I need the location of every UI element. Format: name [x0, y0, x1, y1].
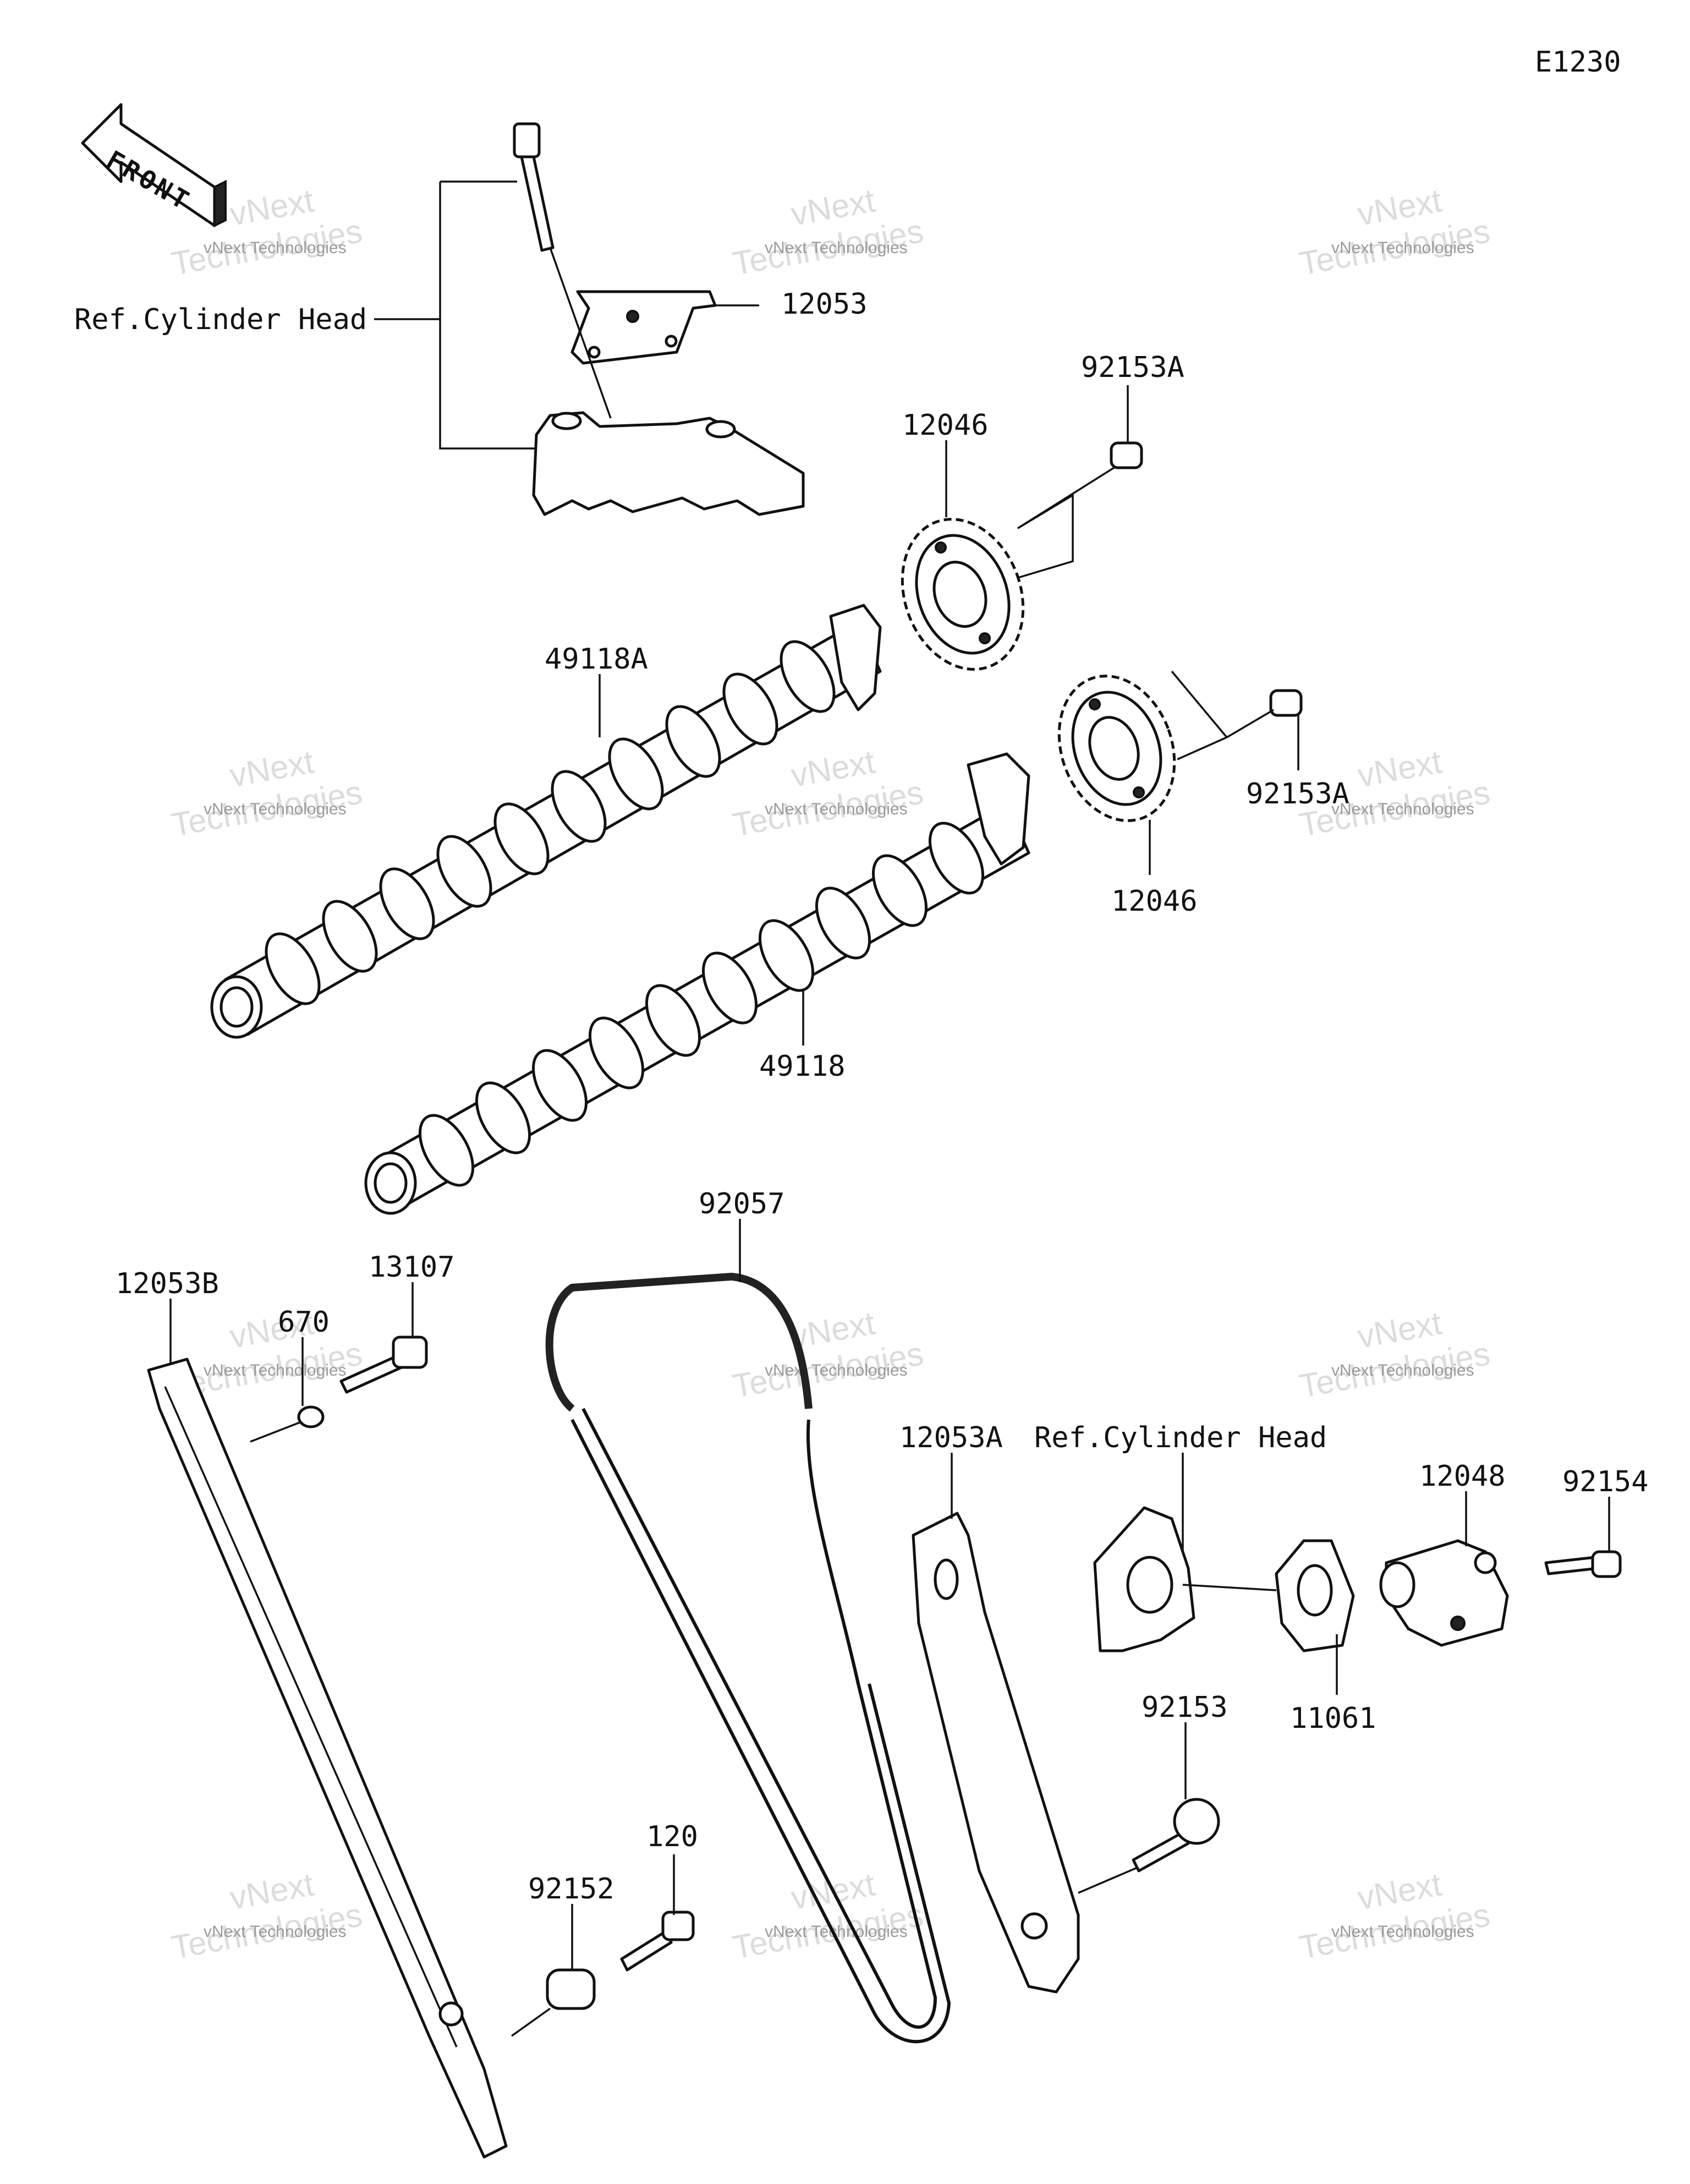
camshaft-cap-group [374, 122, 805, 516]
chain-tensioner-12048-icon [1379, 1539, 1509, 1647]
label-12046-top: 12046 [902, 409, 989, 442]
bolt-120-icon [620, 1911, 695, 1972]
chain-guide-12053A-icon [912, 1512, 1080, 1994]
cylinder-head-section-icon [1093, 1506, 1195, 1652]
cam-lobe [645, 984, 701, 1057]
svg-text:vNext Technologies: vNext Technologies [204, 800, 347, 818]
camshaft-49118A-icon [210, 604, 882, 1039]
guide-bolt-92153-icon [1078, 1798, 1220, 1894]
label-92153: 92153 [1142, 1691, 1228, 1724]
cam-lobe [379, 867, 435, 940]
svg-text:vNext Technologies: vNext Technologies [204, 1361, 347, 1380]
label-92153A-right: 92153A [1246, 778, 1349, 811]
cam-lobe [493, 802, 550, 875]
cam-lobe [701, 951, 758, 1025]
svg-text:vNext Technologies: vNext Technologies [1331, 239, 1474, 257]
sprocket-bolt-top-icon [1017, 441, 1143, 529]
cam-lobe [871, 854, 928, 927]
label-12053: 12053 [781, 288, 868, 321]
sprocket-bolt-right-icon [1226, 689, 1303, 738]
svg-text:vNext Technologies: vNext Technologies [765, 239, 908, 257]
collar-92152-icon [511, 1968, 596, 2037]
label-49118A: 49118A [545, 643, 648, 676]
label-ref-cylinder-head-top: Ref.Cylinder Head [74, 303, 367, 336]
label-13107: 13107 [369, 1251, 455, 1284]
label-12053B: 12053B [116, 1267, 219, 1300]
tensioner-bolt-92154-icon [1544, 1550, 1622, 1578]
cap-bolt-head-icon [513, 122, 541, 158]
cam-lobe [475, 1081, 531, 1154]
svg-text:vNext Technologies: vNext Technologies [1331, 800, 1474, 818]
cam-lobe [418, 1114, 475, 1187]
svg-text:vNext Technologies: vNext Technologies [765, 1361, 908, 1380]
cam-lobe [436, 835, 492, 908]
label-12046-right: 12046 [1111, 885, 1198, 918]
cam-lobe [265, 932, 321, 1005]
cam-lobe [322, 900, 378, 973]
cam-lobe [608, 737, 664, 811]
label-92152: 92152 [528, 1873, 614, 1906]
camshaft-49118-icon [364, 752, 1030, 1215]
diagram-code: E1230 [1535, 46, 1621, 79]
chain-guide-12053B-icon [147, 1358, 508, 2159]
cam-lobe [665, 705, 721, 778]
cap-bolt-shaft-icon [520, 155, 555, 252]
svg-text:vNext Technologies: vNext Technologies [204, 1923, 347, 1941]
camshaft-cap-icon [532, 411, 805, 516]
label-11061: 11061 [1290, 1702, 1376, 1735]
svg-text:vNext Technologies: vNext Technologies [204, 239, 347, 257]
cam-lobe [551, 770, 607, 843]
cam-sprocket-right-icon [1057, 675, 1176, 822]
label-670: 670 [278, 1306, 330, 1339]
cam-lobe [758, 919, 815, 992]
cam-lobe [588, 1016, 645, 1090]
cam-lobe [722, 672, 778, 746]
cam-sprocket-top-icon [901, 518, 1025, 671]
bracket-12053-icon [570, 290, 717, 365]
label-ref-cylinder-head-right: Ref.Cylinder Head [1034, 1421, 1327, 1454]
washer-670-icon [250, 1405, 325, 1443]
label-120: 120 [646, 1820, 698, 1853]
cam-lobe [531, 1049, 588, 1122]
label-92153A-top: 92153A [1081, 351, 1184, 384]
cam-lobe [815, 886, 871, 960]
label-49118: 49118 [759, 1050, 846, 1083]
gasket-11061-icon [1275, 1539, 1355, 1652]
svg-text:vNext Technologies: vNext Technologies [765, 800, 908, 818]
svg-text:vNext Technologies: vNext Technologies [1331, 1923, 1474, 1941]
cam-chain-icon [545, 1272, 951, 2044]
cam-lobe [780, 640, 836, 713]
front-arrow-icon: FRONT [81, 103, 227, 228]
guide-bolt-13107-icon [339, 1335, 428, 1394]
label-12053A: 12053A [899, 1421, 1003, 1454]
label-92057: 92057 [699, 1187, 785, 1220]
label-92154: 92154 [1562, 1465, 1649, 1498]
cam-lobe [928, 822, 985, 895]
label-12048: 12048 [1419, 1460, 1506, 1493]
svg-text:vNext Technologies: vNext Technologies [1331, 1361, 1474, 1380]
